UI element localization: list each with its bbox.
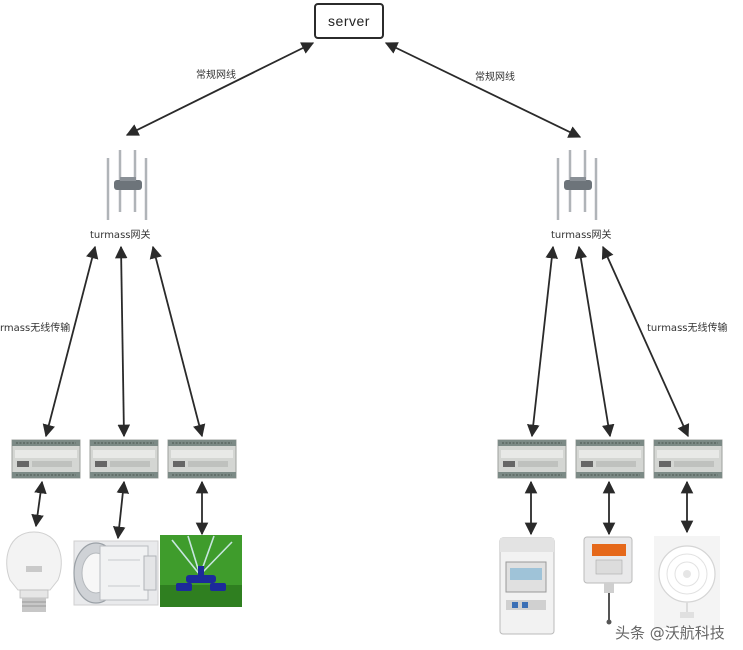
watermark: 头条 @沃航科技 xyxy=(615,624,725,642)
energy-meter-icon xyxy=(499,537,555,635)
wired-link-label-left: 常规网线 xyxy=(196,70,236,81)
gateway-label-right: turmass网关 xyxy=(551,230,612,241)
io-module-right-3 xyxy=(653,439,723,479)
temp-humidity-sensor-icon xyxy=(583,536,633,625)
gateway-label-left: turmass网关 xyxy=(90,230,151,241)
io-module-left-3 xyxy=(167,439,237,479)
wireless-link-right-3 xyxy=(601,245,690,438)
gateway-icon-right xyxy=(556,148,598,222)
io-module-right-1 xyxy=(497,439,567,479)
wireless-link-left-1 xyxy=(42,245,99,438)
wired-link-right xyxy=(384,42,582,138)
wireless-label-right: turmass无线传输 xyxy=(647,323,728,334)
device-link-2 xyxy=(112,480,130,540)
io-module-right-2 xyxy=(575,439,645,479)
wireless-link-right-1 xyxy=(526,245,559,438)
round-detector-icon xyxy=(654,536,720,628)
server-node: server xyxy=(314,3,384,39)
wireless-link-right-2 xyxy=(574,245,615,438)
wired-link-left xyxy=(125,42,315,136)
io-module-left-2 xyxy=(89,439,159,479)
sprinkler-icon xyxy=(160,535,242,607)
led-bulb-icon xyxy=(0,527,68,617)
wireless-link-left-3 xyxy=(149,245,206,438)
wired-link-label-right: 常规网线 xyxy=(475,72,515,83)
wireless-link-left-2 xyxy=(114,245,131,438)
wireless-label-left: rmass无线传输 xyxy=(0,323,71,334)
server-label: server xyxy=(328,13,370,29)
device-link-1 xyxy=(31,480,47,528)
gateway-icon-left xyxy=(106,148,148,222)
io-module-left-1 xyxy=(11,439,81,479)
duct-fan-icon xyxy=(73,540,159,606)
